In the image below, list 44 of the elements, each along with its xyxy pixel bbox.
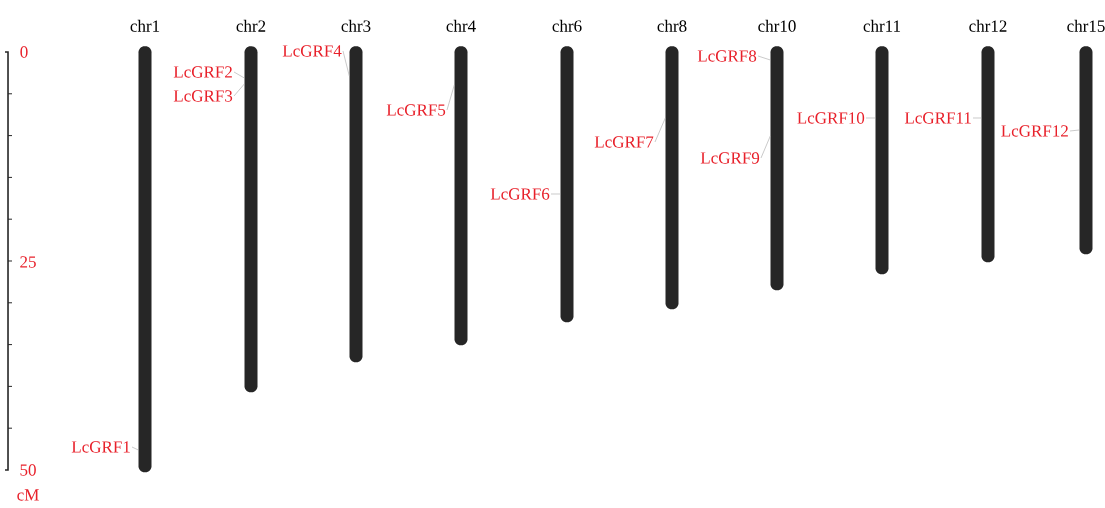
chromosome-bar: chr6 [552,19,582,323]
gene-label: LcGRF3 [173,90,233,102]
gene-label: LcGRF2 [173,66,232,78]
gene-label: LcGRF1 [71,441,130,453]
gene-label: LcGRF4 [282,45,342,57]
node-label: chr4 [446,19,476,32]
leader-line [342,50,350,77]
node-label: chr3 [341,19,371,32]
leader-line [757,55,771,61]
axis-label: 50 [20,464,36,476]
node-label: chr6 [552,19,582,32]
node-label: chr2 [236,19,266,32]
node-label: chr8 [657,19,687,32]
leader-line [233,71,245,79]
gene-label: LcGRF6 [490,188,550,200]
chromosome-bar: chr15 [1067,19,1105,255]
gene-label: LcGRF8 [697,50,757,62]
chromosome-bar: chr11 [863,19,901,275]
node-label: chr10 [758,19,796,32]
gene-label: LcGRF10 [797,112,865,124]
node-label: chr15 [1067,19,1105,32]
axis-label: 25 [20,256,36,268]
axis-label: cM [17,489,39,501]
gene-label: LcGRF5 [386,104,446,116]
leader-line [446,84,455,111]
leader-line [233,83,245,97]
gene-label: LcGRF12 [1001,125,1068,137]
leader-line [654,117,666,143]
gene-label: LcGRF11 [904,112,971,124]
chromosome-bar: chr1 [130,19,160,473]
node-label: chr11 [863,19,901,32]
leader-line [760,135,771,159]
node-label: chr1 [130,19,160,32]
node-label: chr12 [969,19,1007,32]
gene-label: LcGRF9 [700,152,760,164]
chromosome-bar: chr10 [758,19,796,291]
axis-label: 0 [20,46,28,58]
leader-line [1069,129,1080,132]
chromosome-bar: chr3 [341,19,371,363]
gene-label: LcGRF7 [594,136,654,148]
chromosome-bar: chr4 [446,19,476,346]
leader-line [131,446,139,451]
chromosome-bar: chr8 [657,19,687,310]
chromosome-bar: chr2 [236,19,266,393]
